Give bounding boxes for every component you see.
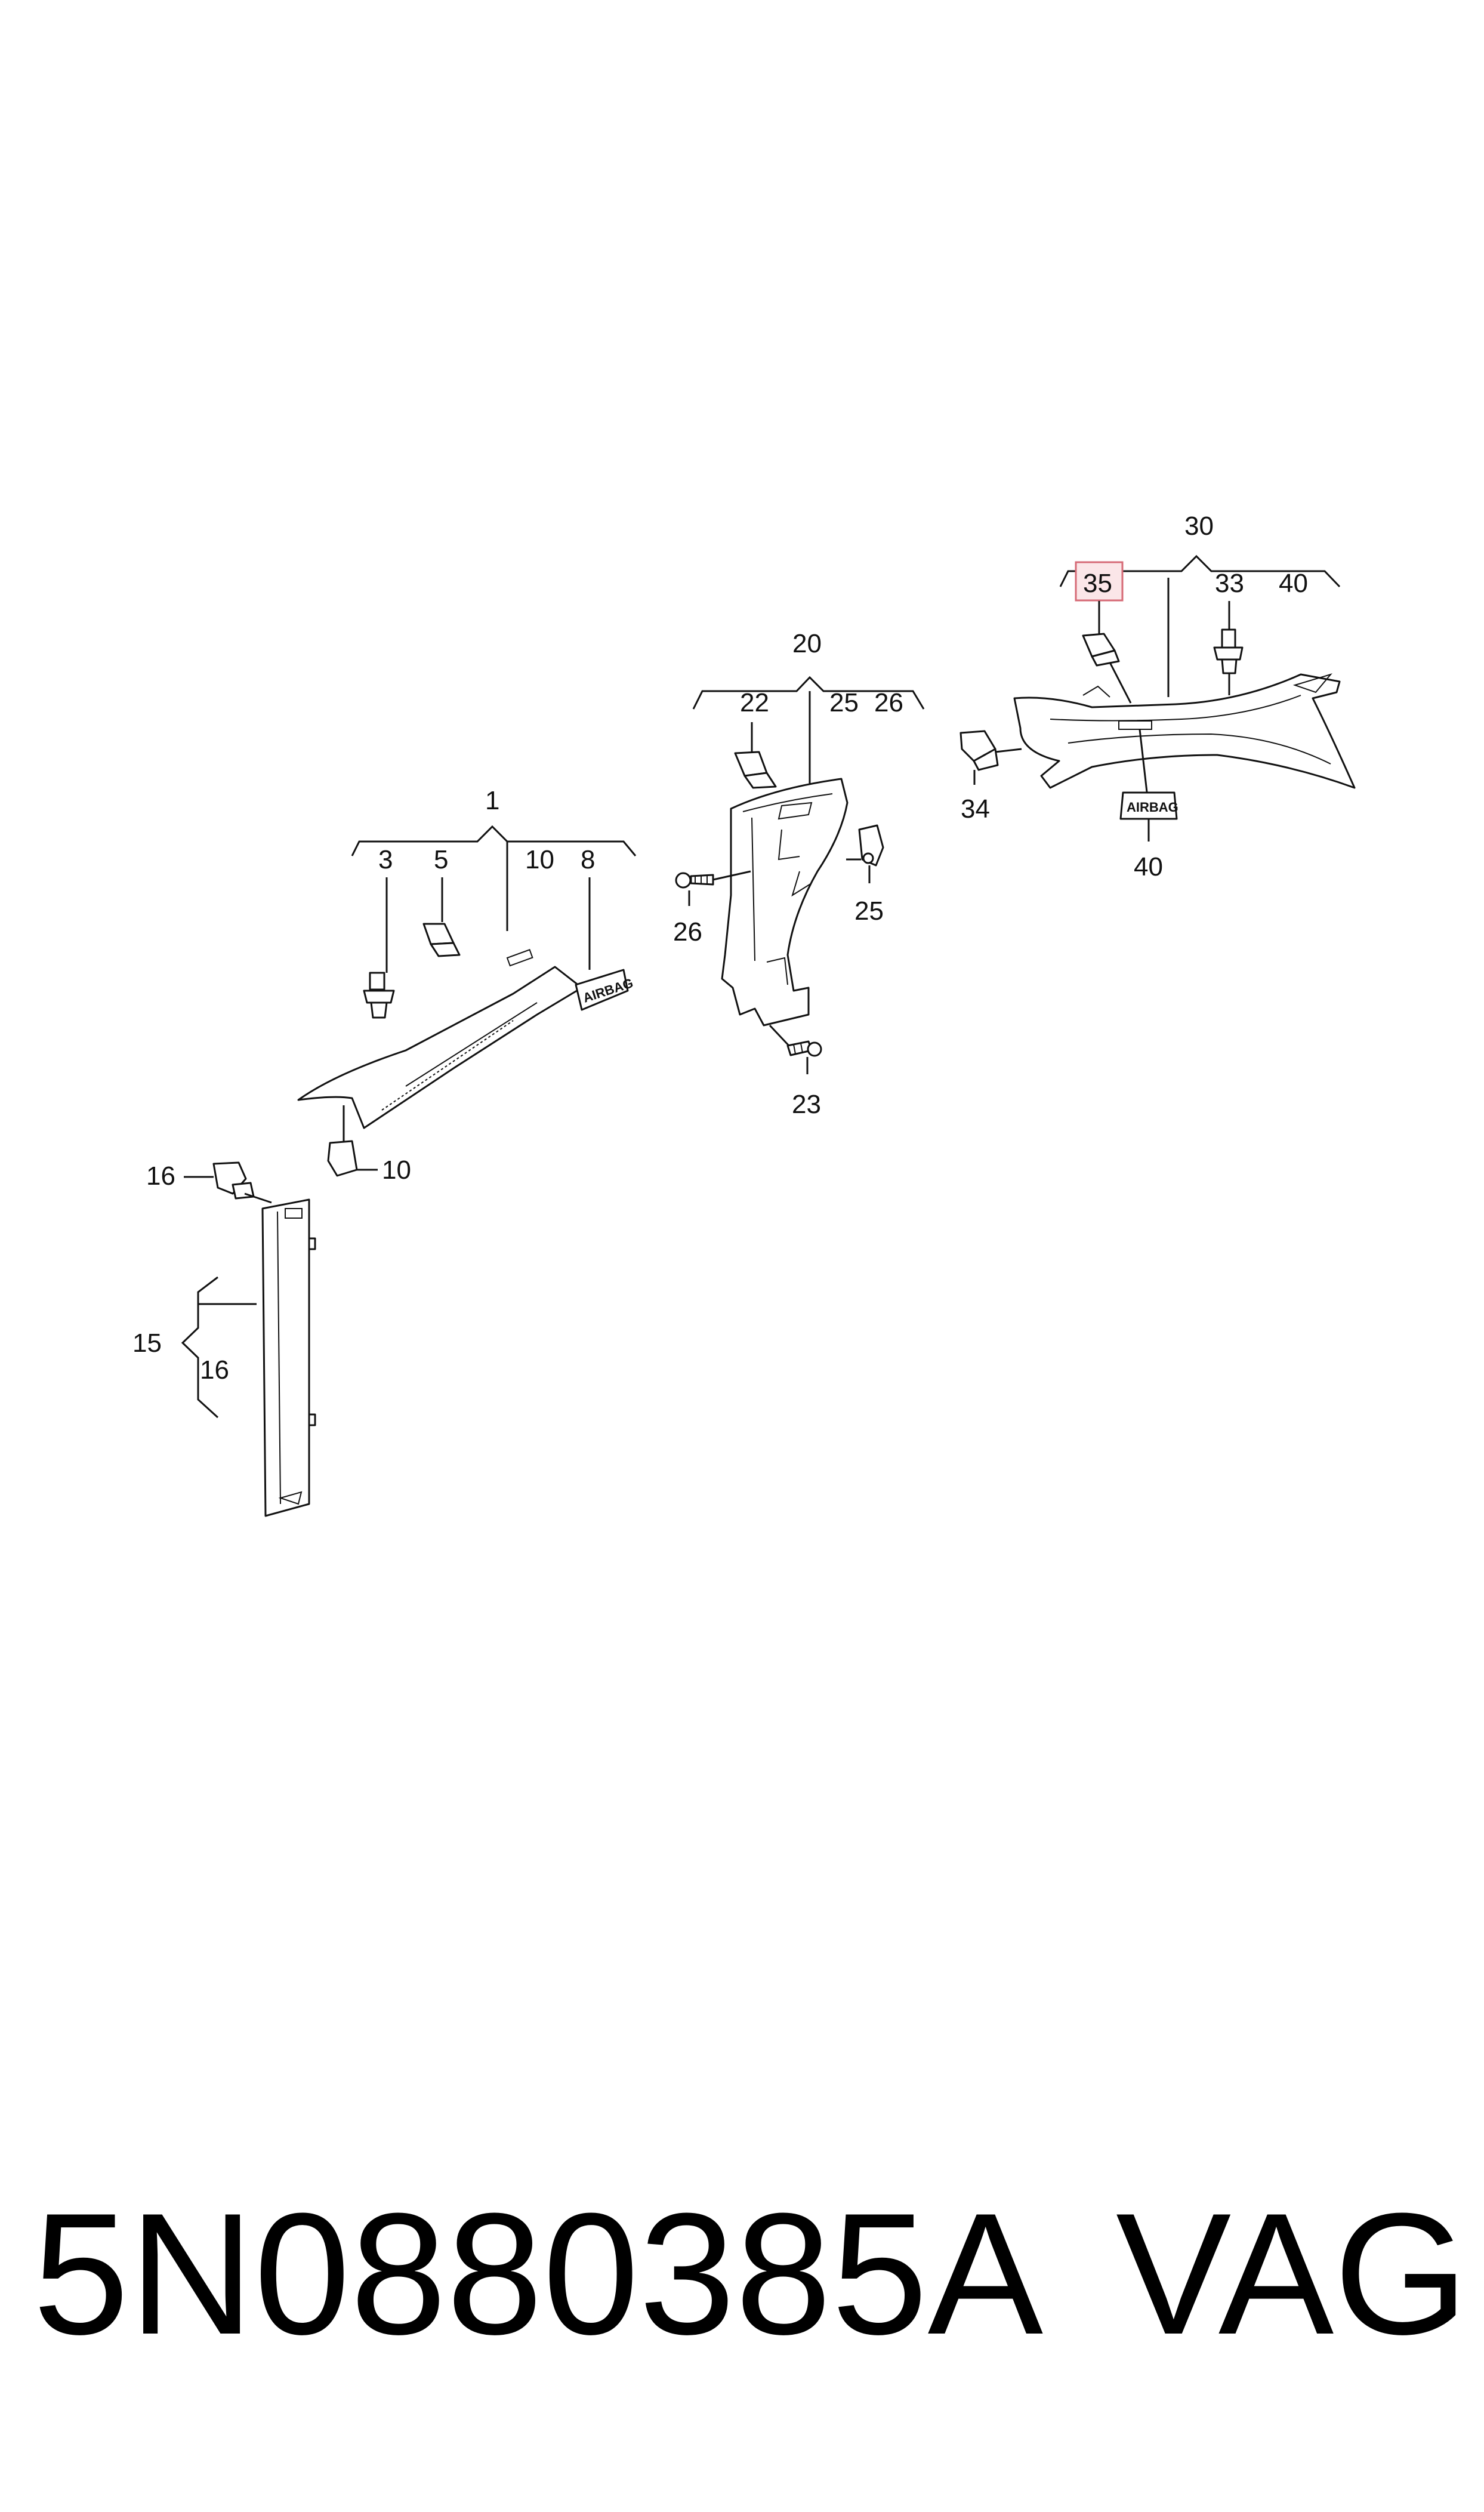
callout-20: 20	[792, 629, 822, 658]
callout-35-highlight	[1075, 561, 1124, 602]
callout-3: 3	[378, 845, 393, 874]
airbag-badge-40: AIRBAG	[1119, 791, 1178, 820]
lower-pillar-trim	[261, 1198, 310, 1517]
brand-label: VAG	[1116, 2177, 1468, 2371]
clip-16	[212, 1161, 255, 1200]
callout-15: 15	[132, 1329, 162, 1358]
screw-23	[786, 1040, 822, 1057]
airbag-label-40: AIRBAG	[1127, 800, 1178, 815]
callout-23: 23	[792, 1090, 821, 1119]
callout-16-clip: 16	[146, 1161, 175, 1191]
clip-5	[422, 923, 461, 957]
clip-25	[858, 824, 884, 867]
c-pillar-trim	[1013, 673, 1356, 789]
callout-33: 33	[1215, 569, 1244, 598]
a-pillar-trim	[297, 966, 583, 1129]
callout-30: 30	[1184, 511, 1214, 541]
clip-22	[734, 751, 777, 789]
b-pillar-group: 20 22 25 26 26	[673, 629, 925, 1119]
screw-26	[675, 872, 714, 889]
callout-5: 5	[434, 845, 448, 874]
clip-35	[1082, 633, 1120, 667]
callout-26-left: 26	[673, 917, 702, 947]
callout-8: 8	[581, 845, 595, 874]
b-pillar-trim	[721, 778, 849, 1027]
group-bracket-20	[692, 676, 925, 710]
push-rivet-3	[363, 972, 395, 1019]
group-bracket-1	[351, 825, 637, 856]
bracket-15	[181, 1276, 219, 1419]
callout-25-top: 25	[829, 688, 859, 717]
a-pillar-group: 1 3 5 10 8 AIRBAG	[297, 786, 637, 1185]
callout-16-inner: 16	[200, 1355, 229, 1385]
callout-10-top: 10	[525, 845, 554, 874]
callout-40-top: 40	[1279, 569, 1308, 598]
callout-10-bottom: 10	[382, 1155, 411, 1185]
callout-22: 22	[740, 688, 769, 717]
callout-26-top: 26	[874, 688, 903, 717]
callout-34: 34	[961, 794, 990, 824]
callout-25-right: 25	[854, 896, 884, 926]
lower-trim-group: 16 15 16	[132, 1161, 316, 1517]
group-bracket-30	[1059, 554, 1341, 588]
part-number: 5N0880385A	[33, 2177, 1044, 2371]
clip-10	[327, 1105, 358, 1177]
clip-34	[959, 730, 999, 771]
callout-40-badge: 40	[1134, 852, 1163, 881]
c-pillar-group: 30 35 33 40	[959, 511, 1356, 881]
callout-1: 1	[485, 786, 499, 815]
push-rivet-33	[1213, 628, 1244, 674]
callout-35: 35	[1083, 569, 1112, 598]
airbag-badge-8: AIRBAG	[575, 969, 635, 1011]
